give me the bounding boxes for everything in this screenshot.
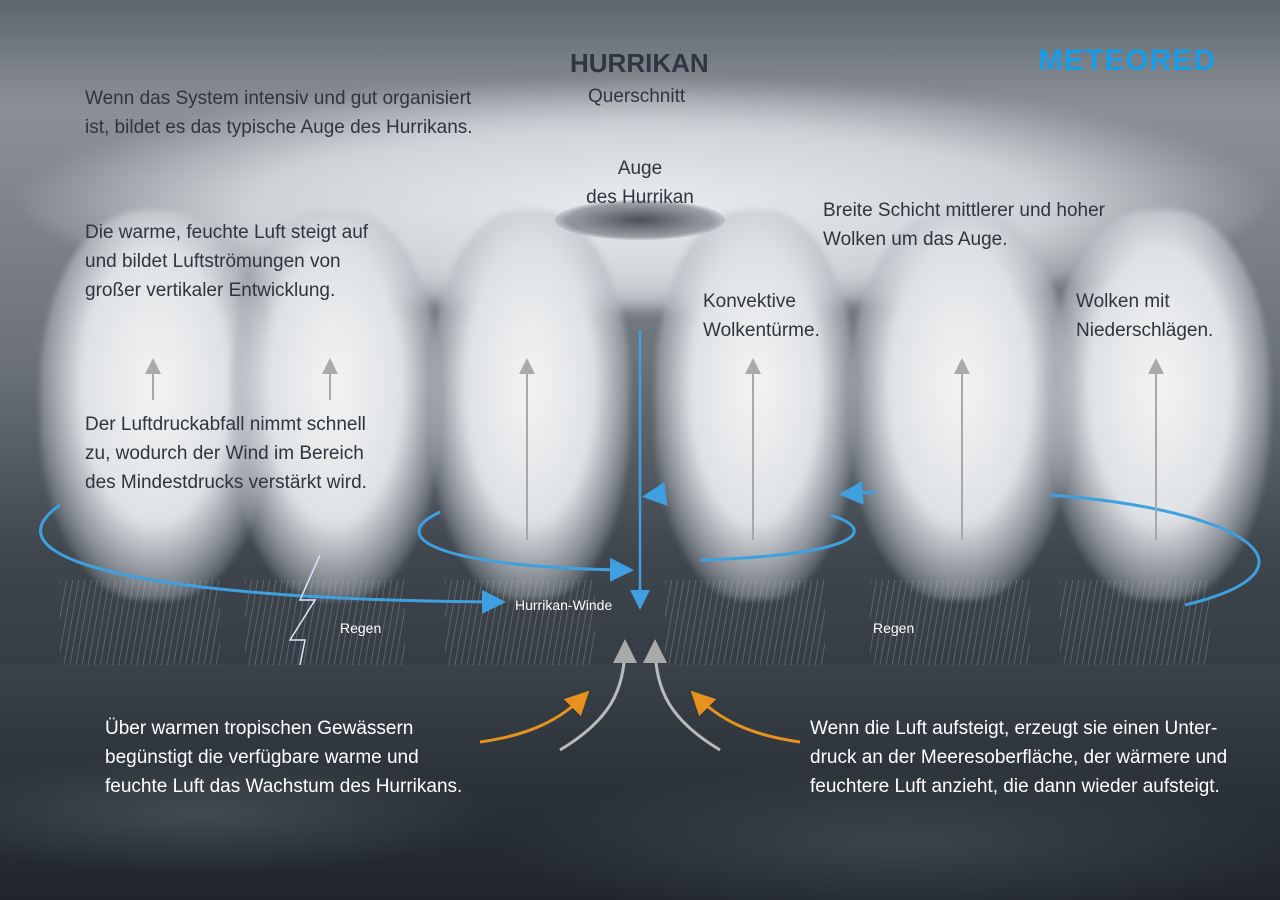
- cloud-tower: [850, 210, 1070, 600]
- page-title: HURRIKAN: [570, 48, 709, 78]
- text-eye-formation: Wenn das System intensiv und gut organis…: [85, 88, 473, 138]
- rain: [870, 580, 1030, 665]
- label-rain-left: Regen: [340, 620, 382, 636]
- cloud-tower: [430, 210, 630, 600]
- meteored-logo: METEORED: [1038, 44, 1217, 77]
- label-rain-right: Regen: [873, 620, 915, 636]
- surface-inflow: [479, 639, 801, 752]
- cloud-tower: [230, 210, 440, 600]
- rain: [1060, 580, 1210, 665]
- label-hurricane-winds: Hurrikan-Winde: [515, 597, 613, 613]
- hurricane-eye: [555, 200, 725, 240]
- rain: [665, 580, 825, 665]
- updraft-arrows: [145, 358, 1164, 540]
- wind-circulation: [39, 330, 1261, 614]
- text-low-pressure: Wenn die Luft aufsteigt, erzeugt sie ein…: [810, 718, 1228, 797]
- rain: [60, 580, 220, 665]
- sea: [0, 664, 1280, 900]
- lightning-icon: [288, 554, 321, 666]
- rain: [445, 580, 595, 665]
- cloud-tower: [655, 210, 855, 600]
- page-subtitle: Querschnitt: [588, 86, 686, 107]
